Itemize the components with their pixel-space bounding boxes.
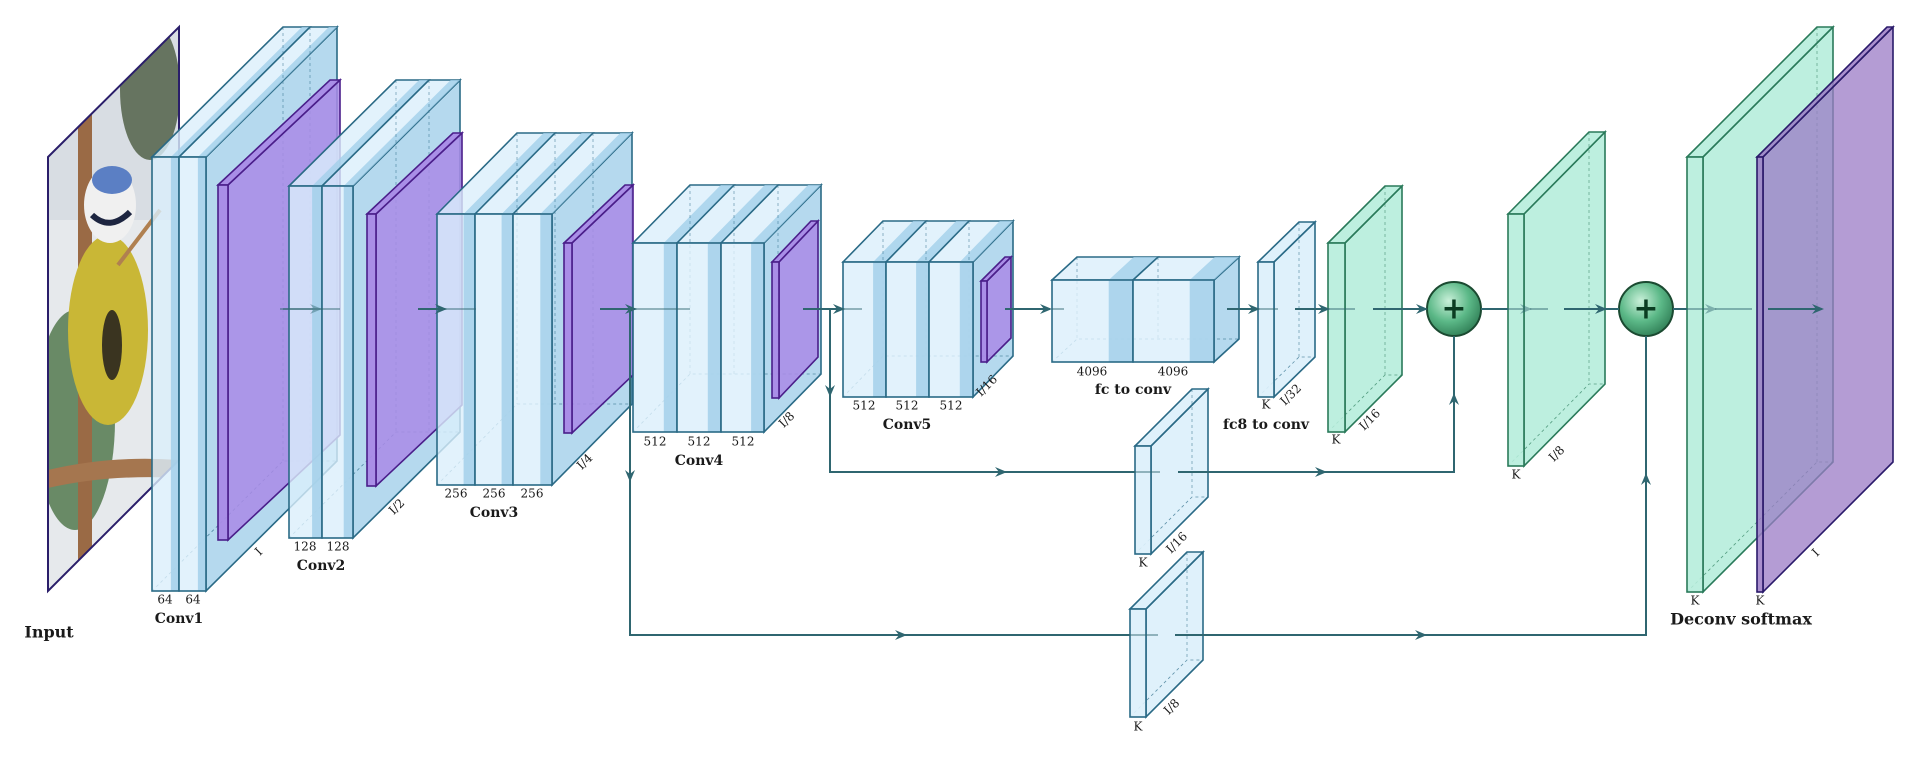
conv1-scale: I bbox=[252, 545, 265, 558]
conv4-block-slice bbox=[676, 242, 722, 433]
conv4-pool-plate bbox=[770, 218, 820, 401]
skip2-path-out bbox=[1175, 336, 1647, 636]
skip1-score-block bbox=[1133, 387, 1210, 556]
final-upsample-block-slice bbox=[1686, 156, 1704, 593]
conv4-channels-2: 512 bbox=[688, 435, 711, 449]
conv2-channels-1: 128 bbox=[294, 540, 317, 554]
conv3-label: Conv3 bbox=[470, 505, 519, 521]
upsample-2-channels: K bbox=[1512, 468, 1522, 482]
input-label: Input bbox=[24, 623, 74, 642]
conv4-channels-1: 512 bbox=[644, 435, 667, 449]
conv4-block-slice bbox=[720, 242, 765, 433]
conv5-channels-3: 512 bbox=[940, 399, 963, 413]
fc-block bbox=[1049, 255, 1242, 364]
upsample-2-block-slice bbox=[1507, 213, 1525, 467]
conv2-label: Conv2 bbox=[297, 558, 346, 574]
conv3-channels-3: 256 bbox=[521, 487, 544, 501]
fc8-channels: K bbox=[1262, 398, 1272, 412]
softmax-output-channels: K bbox=[1756, 594, 1766, 608]
softmax-output-plate bbox=[1755, 25, 1895, 594]
skip2-score-block bbox=[1128, 550, 1205, 719]
softmax-output-scale: I bbox=[1809, 546, 1822, 559]
skip1-score-block-slice bbox=[1134, 445, 1152, 555]
conv5-channels-1: 512 bbox=[853, 399, 876, 413]
skip1-score-channels: K bbox=[1139, 556, 1149, 570]
conv1-channels-1: 64 bbox=[157, 593, 173, 607]
conv1-block-slice bbox=[178, 156, 207, 592]
sum-node-1: + bbox=[1426, 281, 1482, 337]
conv3-channels-1: 256 bbox=[445, 487, 468, 501]
upsample-2-block bbox=[1506, 130, 1607, 468]
conv4-channels-3: 512 bbox=[732, 435, 755, 449]
conv2-channels-2: 128 bbox=[327, 540, 350, 554]
conv3-block-slice bbox=[512, 213, 553, 486]
fc8-block-slice bbox=[1257, 261, 1275, 398]
skip2-score-channels: K bbox=[1134, 720, 1144, 734]
plus-icon: + bbox=[1633, 292, 1658, 327]
conv5-block-slice bbox=[842, 261, 887, 398]
fc-label: fc to conv bbox=[1095, 382, 1172, 398]
conv1-block-slice bbox=[151, 156, 180, 592]
upsample-2-scale: I/8 bbox=[1546, 443, 1568, 465]
conv5-label: Conv5 bbox=[883, 417, 932, 433]
final-upsample-channels: K bbox=[1691, 594, 1701, 608]
upsample-1-block-slice bbox=[1327, 242, 1346, 433]
conv2-block-slice bbox=[288, 185, 323, 539]
conv5-channels-2: 512 bbox=[896, 399, 919, 413]
conv3-block-slice bbox=[474, 213, 514, 486]
conv2-block-slice bbox=[321, 185, 354, 539]
conv3-block bbox=[435, 131, 634, 487]
deconv-softmax-label: Deconv softmax bbox=[1670, 610, 1812, 629]
conv1-label: Conv1 bbox=[155, 611, 204, 627]
sum-node-2: + bbox=[1618, 281, 1674, 337]
conv4-block-slice bbox=[632, 242, 678, 433]
fc8-label: fc8 to conv bbox=[1223, 417, 1310, 433]
fc8-block bbox=[1256, 220, 1317, 399]
fc-block-slice bbox=[1132, 279, 1215, 363]
conv1-channels-2: 64 bbox=[185, 593, 201, 607]
upsample-1-channels: K bbox=[1332, 433, 1342, 447]
conv5-block-slice bbox=[928, 261, 974, 398]
conv3-block-slice bbox=[436, 213, 476, 486]
skip1-path-out bbox=[1178, 336, 1455, 473]
fc-channels-2: 4096 bbox=[1158, 365, 1189, 379]
conv3-channels-2: 256 bbox=[483, 487, 506, 501]
plus-icon: + bbox=[1441, 292, 1466, 327]
skip2-path-in bbox=[629, 309, 1130, 636]
input-image bbox=[47, 24, 180, 594]
fc-channels-1: 4096 bbox=[1077, 365, 1108, 379]
conv4-label: Conv4 bbox=[675, 453, 724, 469]
conv5-block-slice bbox=[885, 261, 930, 398]
skip2-score-block-slice bbox=[1129, 608, 1147, 718]
fc-block-slice bbox=[1051, 279, 1134, 363]
conv5-pool-plate bbox=[979, 255, 1013, 364]
